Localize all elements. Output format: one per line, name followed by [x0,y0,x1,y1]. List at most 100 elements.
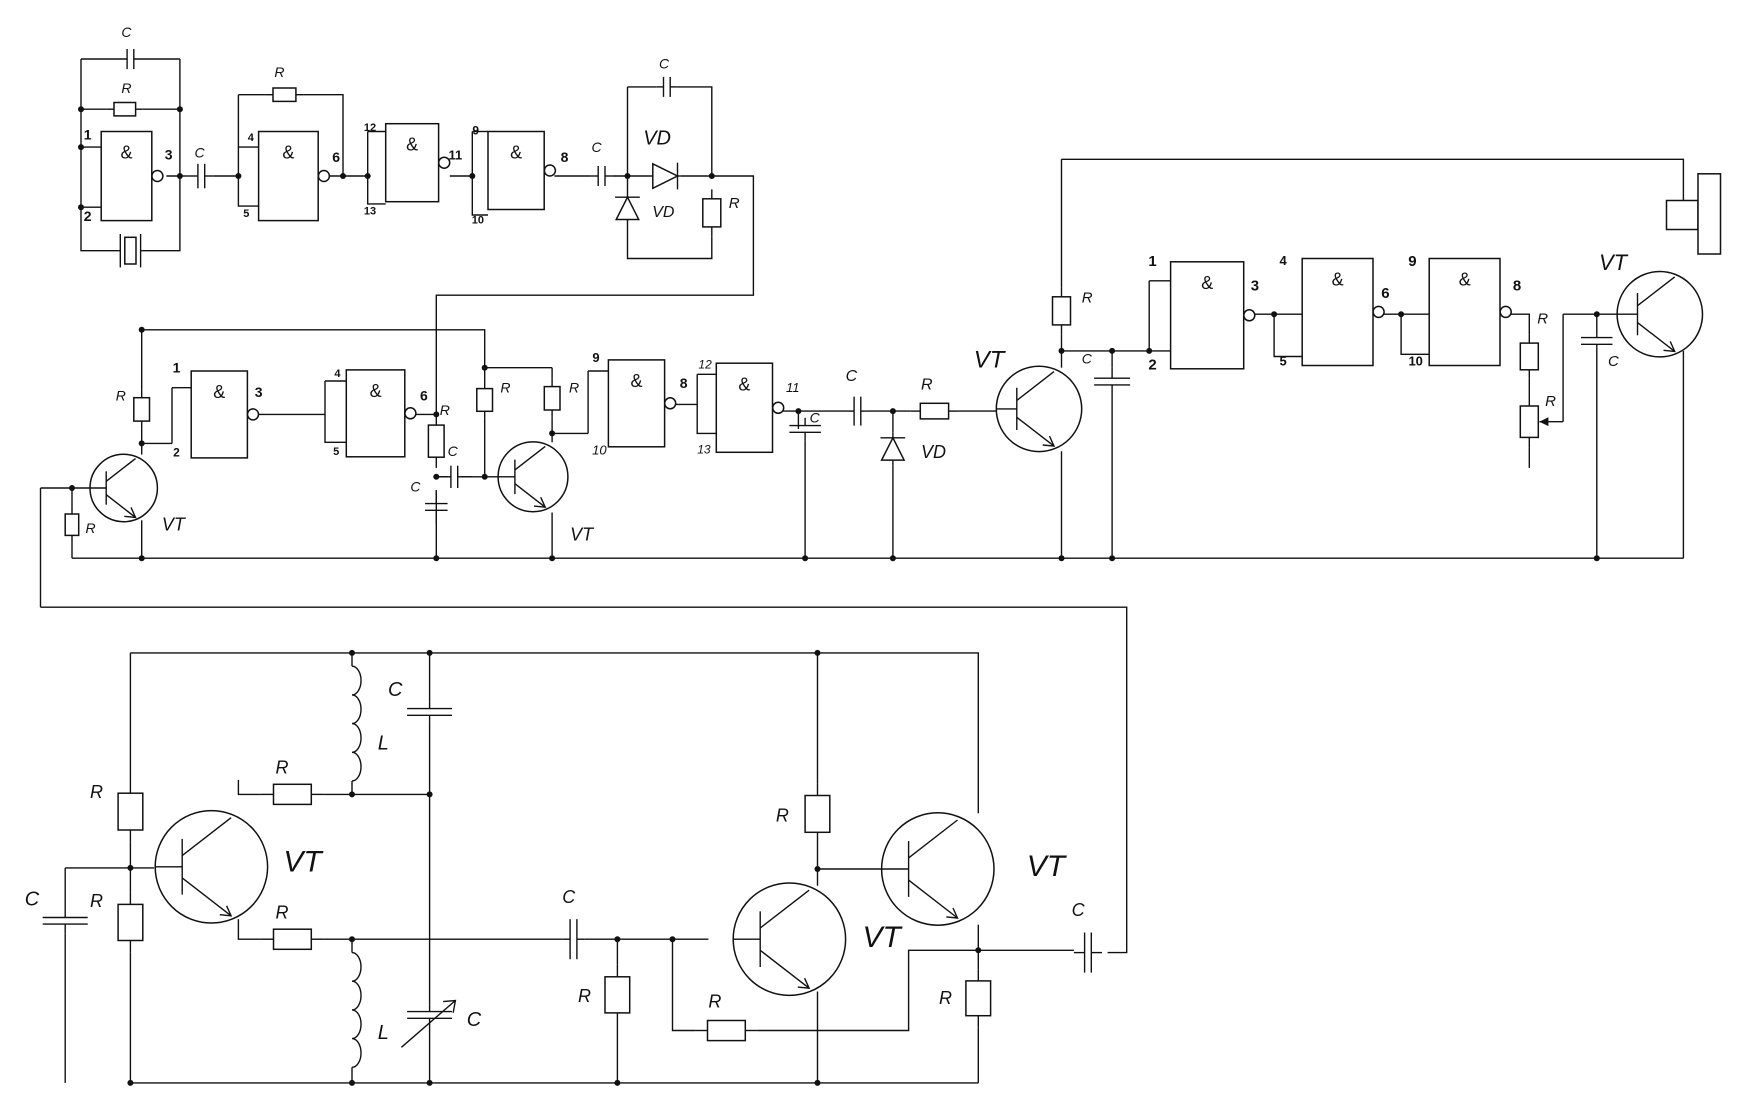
junction-dot [481,364,488,371]
resistor [910,402,959,420]
capacitor [1073,932,1102,973]
junction-dot [708,173,715,179]
component-label: R [121,80,131,96]
component-label: C [659,55,670,71]
junction-dot [433,411,440,418]
junction-dot [975,947,982,954]
and-symbol: & [120,142,132,162]
inverter-bubble [404,407,417,420]
resistor [965,969,992,1028]
component-label: VT [570,525,595,545]
component-label: R [1082,290,1093,307]
resistor [702,189,722,237]
crystal [118,234,143,268]
component-label: R [939,988,952,1008]
transistor [732,882,847,997]
component-label: C [1608,353,1619,370]
and-gate: & [190,370,260,459]
crystal-body [124,236,137,265]
and-symbol: & [510,142,522,162]
capacitor [849,396,866,426]
capacitor [42,908,88,934]
gate-body [1169,261,1245,370]
component-label: VT [1027,850,1068,883]
component-label: VT [863,921,904,954]
junction-dot [1398,311,1405,318]
junction-dot [1058,555,1065,562]
component-label: C [1072,900,1086,920]
wire [676,86,713,176]
diode-triangle [614,195,640,221]
resistor-body [604,976,631,1014]
gate-body [190,370,249,459]
resistor [260,783,324,806]
wire [237,779,261,796]
pin-number: 10 [592,443,607,458]
capacitor [188,163,214,189]
capacitor [562,919,585,960]
inductor [351,951,362,1068]
junction-dot [426,649,433,656]
component-label: C [562,887,576,907]
component-label: VT [162,515,187,535]
junction-dot [549,555,556,562]
wire [1379,313,1430,355]
component-label: R [90,891,103,911]
transistor-body [497,441,569,513]
inverter-bubble [1243,309,1256,322]
capacitor [425,490,448,524]
capacitor [81,49,180,70]
inductor [351,665,362,782]
wire [1509,313,1531,335]
and-symbol: & [738,374,750,394]
junction-dot [481,473,488,480]
resistor-body [133,396,151,422]
pin-number: 4 [1279,253,1287,268]
component-label: C [846,368,858,385]
and-gate: & [345,369,417,458]
wire [303,93,344,176]
resistor [604,964,631,1025]
wire [626,86,713,260]
junction-dot [127,864,134,871]
and-gate: & [100,130,164,222]
pin-number: 13 [364,206,376,218]
pin-number: 2 [1148,356,1156,373]
junction-dot [814,866,821,872]
emitter-arrow [797,977,811,990]
and-symbol: & [406,135,418,155]
diode [880,432,906,466]
junction-dot [814,1079,821,1086]
resistor [1051,287,1072,335]
emitter-arrow [946,907,959,919]
variable-capacitor-arrow [400,999,457,1048]
pin-number: 9 [592,350,599,365]
resistor [64,506,80,543]
pin-number: 1 [173,360,181,376]
speaker-cone [1697,173,1722,255]
junction-dot [433,555,440,562]
wire [471,131,488,216]
pin-number: 13 [697,442,711,456]
variable-arrow-head [443,999,457,1013]
resistor [106,101,143,117]
and-symbol: & [213,382,225,402]
gate-body [607,359,666,448]
diode-triangle [652,162,680,190]
resistor [427,414,445,468]
component-label: VD [921,442,946,462]
diode [650,162,681,190]
capacitor [789,417,821,441]
and-gate: & [1169,261,1256,370]
component-label: C [25,888,40,910]
resistor-body [706,1019,747,1042]
component-label: VD [643,128,671,150]
pin-number: 12 [364,122,376,134]
capacitor [590,166,613,187]
junction-dot [433,473,440,480]
component-label: C [121,24,132,40]
pin-number: 11 [449,147,463,162]
wire [237,94,259,207]
junction-dot [614,936,621,943]
resistor-body [919,402,950,420]
